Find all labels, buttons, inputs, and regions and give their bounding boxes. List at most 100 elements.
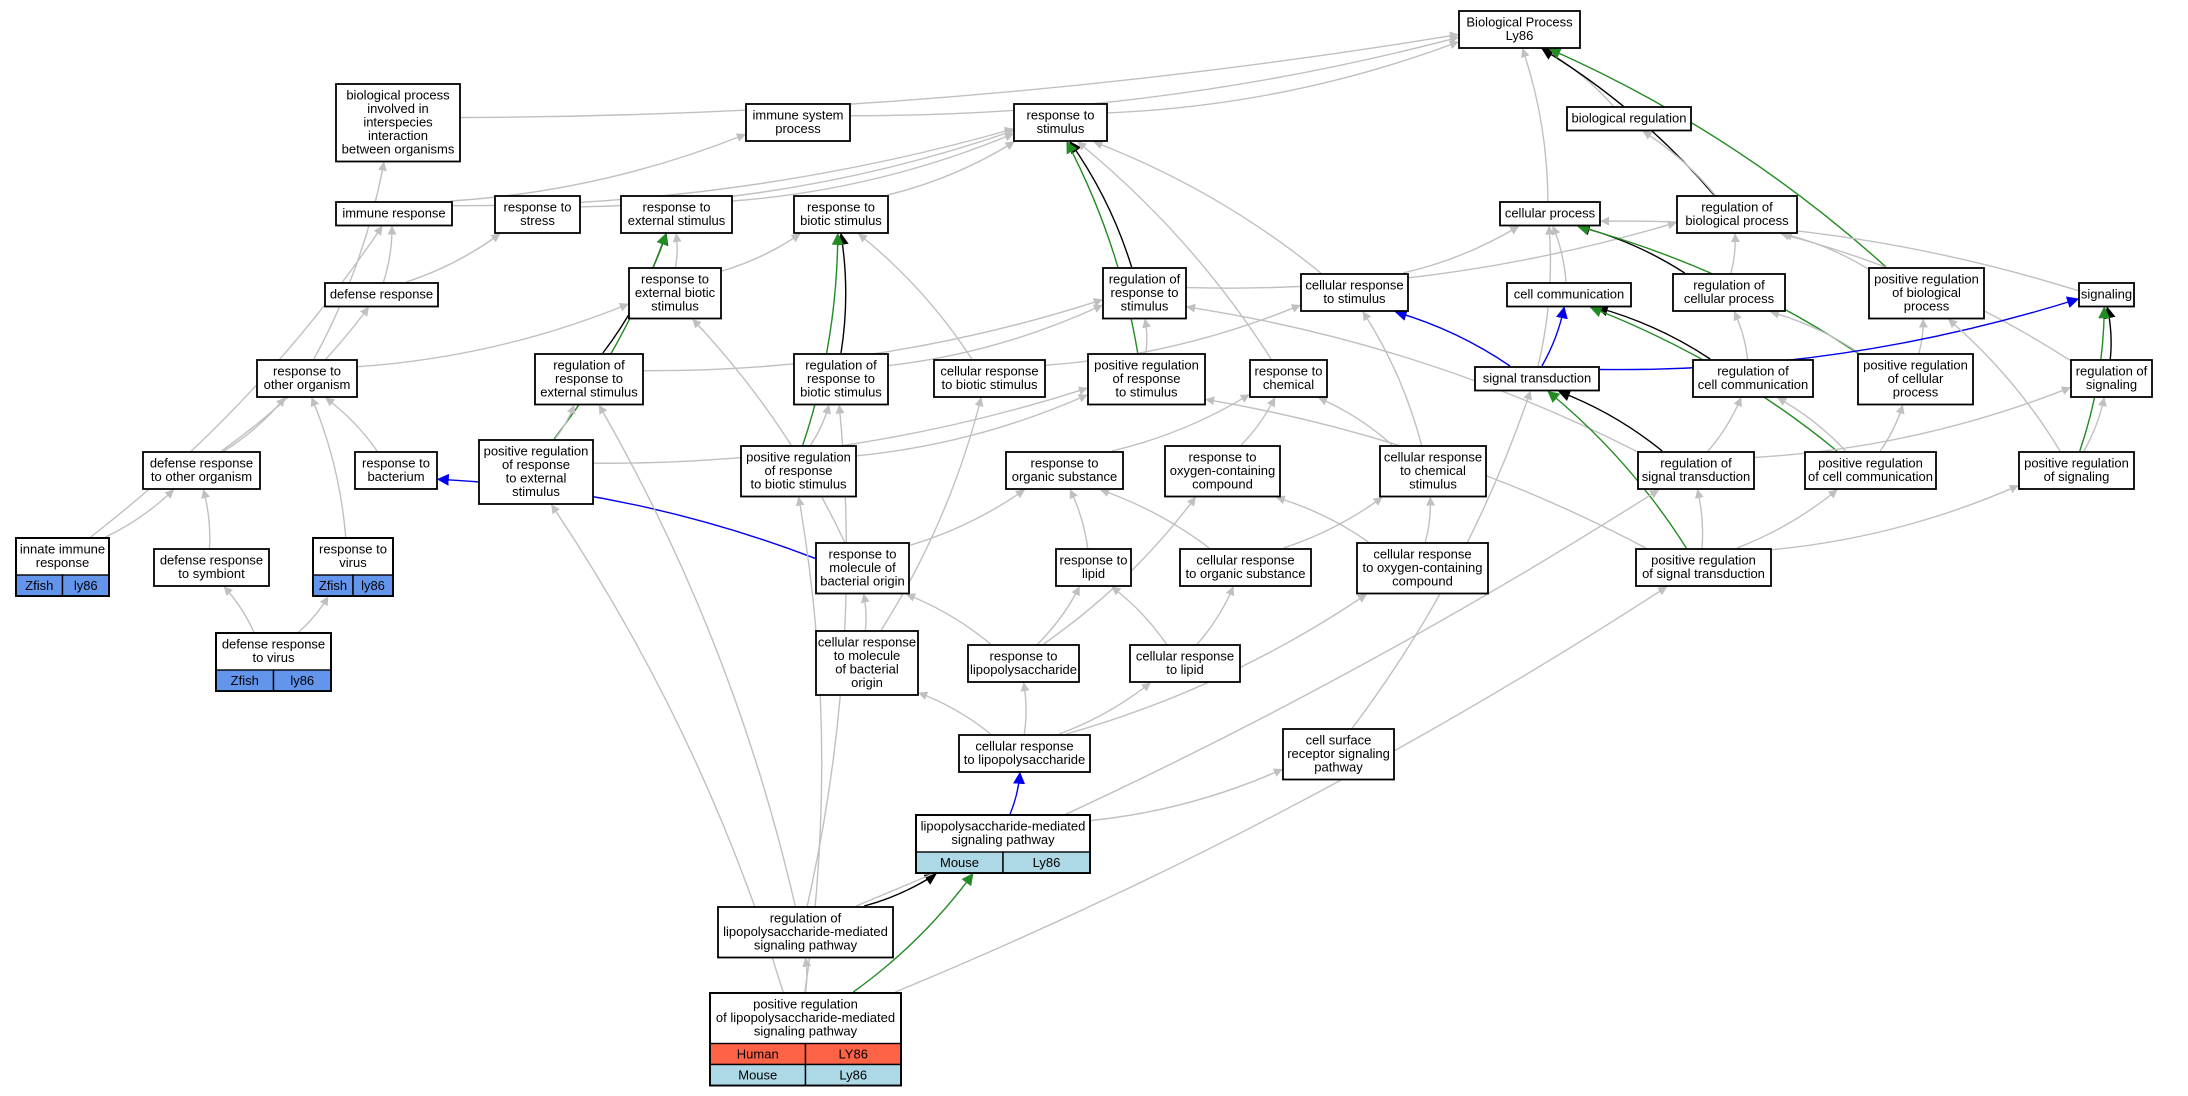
node-box [2070, 359, 2153, 398]
node-label-line: response to [1031, 456, 1099, 471]
node-label-line: regulation of [770, 911, 842, 926]
edge-rother-to-bpinter [313, 161, 387, 360]
edge-posregsig-to-regsig [2083, 397, 2107, 452]
node-box [1804, 451, 1937, 490]
node-box [717, 906, 894, 959]
edge-regcellproc-to-regbp [1730, 233, 1740, 274]
node-label-line: biological process [346, 88, 450, 103]
edge-sigtrans-to-cellcomm [1541, 306, 1568, 367]
node-label-line: to symbiont [178, 566, 245, 581]
node-label-line: cell communication [1514, 287, 1625, 302]
edge-immsys-to-bp [850, 35, 1459, 117]
node-box [933, 359, 1046, 398]
edge-regrbio-to-rbio [836, 232, 849, 354]
node-label-line: interaction [368, 128, 428, 143]
node-label-line: response to [1027, 108, 1095, 123]
go-node-defresp[interactable]: defense response [324, 282, 439, 308]
node-label-line: oxygen-containing [1170, 463, 1276, 478]
edge-defvirus-to-rvirus [298, 596, 329, 633]
node-box [1005, 451, 1124, 490]
go-node-bioreg[interactable]: biological regulation [1566, 106, 1692, 132]
node-label-line: other organism [264, 377, 351, 392]
go-node-cellproc[interactable]: cellular process [1499, 201, 1601, 227]
node-label-line: to virus [253, 650, 295, 665]
node-label-line: response to [643, 200, 711, 215]
node-label-line: to organic substance [1186, 566, 1306, 581]
node-label-line: chemical [1263, 377, 1314, 392]
node-box [1379, 445, 1487, 498]
edges-layer [90, 31, 2116, 993]
node-box [1087, 353, 1206, 406]
go-node-cellcomm[interactable]: cell communication [1506, 282, 1632, 308]
go-node-sigtrans[interactable]: signal transduction [1474, 366, 1600, 392]
edge-cellrchem-to-rchem [1318, 397, 1393, 446]
gene-name: Ly86 [1033, 855, 1061, 870]
node-label-line: virus [339, 555, 367, 570]
node-label-line: response to [807, 200, 875, 215]
edge-cellrmolbact-to-cellrbio [880, 397, 984, 631]
node-label-line: cellular response [1384, 450, 1482, 465]
node-box [494, 195, 581, 234]
species-name: Zfish [319, 578, 347, 593]
go-node-reglps[interactable]: regulation oflipopolysaccharide-mediated… [717, 906, 894, 959]
go-node-immresp[interactable]: immune response [335, 201, 453, 227]
go-node-signaling[interactable]: signaling [2078, 282, 2135, 308]
edge-regsig-to-signaling [2103, 306, 2116, 360]
node-label-line: positive regulation [2024, 456, 2129, 471]
edge-lps-to-csrsp [1090, 768, 1283, 822]
node-label-line: immune system [752, 108, 843, 123]
node-label-line: signaling pathway [951, 832, 1055, 847]
node-label-line: cellular response [1373, 547, 1471, 562]
node-label-line: response to [504, 200, 572, 215]
node-label-line: response to [362, 456, 430, 471]
